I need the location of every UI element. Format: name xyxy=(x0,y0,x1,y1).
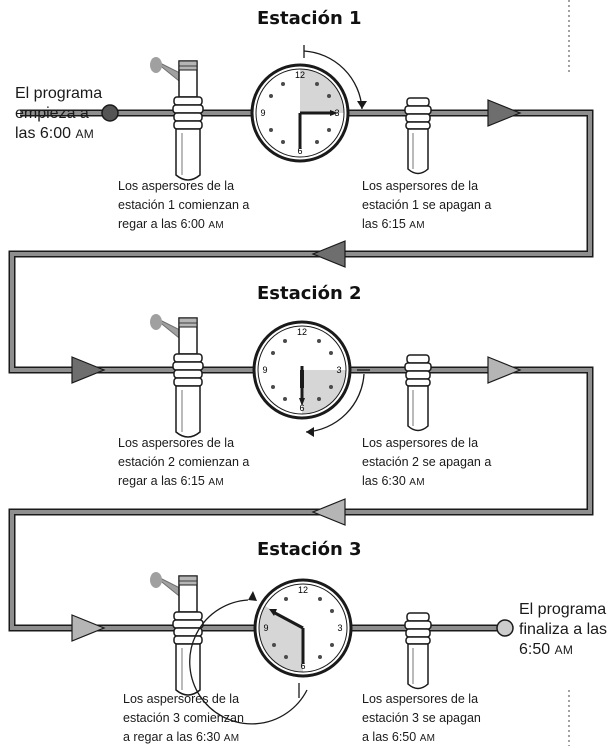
caption-line: las 6:15 xyxy=(362,217,406,231)
clock-numeral-3: 3 xyxy=(336,365,341,375)
program-start-line-3: las 6:00 xyxy=(15,125,72,142)
caption-line: estación 2 se apagan a xyxy=(362,455,492,469)
caption-line: estación 1 comienzan a xyxy=(118,198,250,212)
clock-numeral-12: 12 xyxy=(297,327,307,337)
clock-numeral-3: 3 xyxy=(337,623,342,633)
caption-line: las 6:30 xyxy=(362,474,406,488)
caption-line: Los aspersores de la xyxy=(118,436,235,450)
station-2-end-caption: Los aspersores de la estación 2 se apaga… xyxy=(362,434,491,492)
station-2-title: Estación 2 xyxy=(257,283,362,304)
caption-ampm: AM xyxy=(208,477,224,488)
arrow-icon xyxy=(71,99,522,642)
clock-numeral-9: 9 xyxy=(263,623,268,633)
clock-numeral-6: 6 xyxy=(297,146,302,156)
clock-numeral-12: 12 xyxy=(295,70,305,80)
caption-line: a las 6:50 xyxy=(362,730,417,744)
caption-ampm: AM xyxy=(208,220,224,231)
caption-line: estación 2 comienzan a xyxy=(118,455,250,469)
caption-line: Los aspersores de la xyxy=(123,692,240,706)
caption-line: Los aspersores de la xyxy=(118,179,235,193)
sprinkler-head-icon xyxy=(404,354,432,432)
program-end-ampm: AM xyxy=(554,643,574,657)
caption-ampm: AM xyxy=(419,733,436,744)
sprinkler-head-icon xyxy=(149,571,204,696)
clock-icon: 12 3 6 9 xyxy=(189,578,353,725)
caption-line: estación 1 se apagan a xyxy=(362,198,492,212)
sprinkler-head-icon xyxy=(149,313,204,438)
program-end-line-1: El programa xyxy=(519,601,607,618)
station-3-title: Estación 3 xyxy=(257,539,362,560)
station-3-start-caption: Los aspersores de la estación 3 comienza… xyxy=(123,690,244,748)
program-start-line-2: empieza a xyxy=(15,105,89,122)
caption-line: Los aspersores de la xyxy=(362,179,479,193)
program-end-label: El programa finaliza a las 6:50 AM xyxy=(519,600,607,660)
clock-icon: 12 3 6 9 xyxy=(250,45,367,163)
program-start-label: El programa empieza a las 6:00 AM xyxy=(15,84,102,144)
caption-ampm: AM xyxy=(409,220,425,231)
clock-numeral-9: 9 xyxy=(262,365,267,375)
sprinkler-head-icon xyxy=(404,97,432,175)
caption-line: estación 3 comienzan xyxy=(123,711,244,725)
caption-ampm: AM xyxy=(223,733,240,744)
clock-icon: 12 3 6 9 xyxy=(252,320,370,437)
program-end-line-3: 6:50 xyxy=(519,641,551,658)
station-1-start-caption: Los aspersores de la estación 1 comienza… xyxy=(118,177,249,235)
caption-line: regar a las 6:00 xyxy=(118,217,205,231)
station-1-title: Estación 1 xyxy=(257,8,362,29)
clock-numeral-6: 6 xyxy=(299,403,304,413)
caption-line: estación 3 se apagan xyxy=(362,711,481,725)
program-start-line-1: El programa xyxy=(15,85,103,102)
caption-line: Los aspersores de la xyxy=(362,692,479,706)
clock-numeral-9: 9 xyxy=(260,108,265,118)
program-start-ampm: AM xyxy=(75,127,95,141)
sprinkler-head-icon xyxy=(149,56,204,181)
program-start-dot-icon xyxy=(101,104,119,122)
caption-line: regar a las 6:15 xyxy=(118,474,205,488)
caption-ampm: AM xyxy=(409,477,425,488)
clock-numeral-6: 6 xyxy=(300,661,305,671)
caption-line: Los aspersores de la xyxy=(362,436,479,450)
caption-line: a regar a las 6:30 xyxy=(123,730,221,744)
station-1-end-caption: Los aspersores de la estación 1 se apaga… xyxy=(362,177,491,235)
station-3-end-caption: Los aspersores de la estación 3 se apaga… xyxy=(362,690,481,748)
clock-numeral-12: 12 xyxy=(298,585,308,595)
program-end-dot-icon xyxy=(496,619,514,637)
program-end-line-2: finaliza a las xyxy=(519,621,608,638)
sprinkler-head-icon xyxy=(404,612,432,690)
station-2-start-caption: Los aspersores de la estación 2 comienza… xyxy=(118,434,249,492)
